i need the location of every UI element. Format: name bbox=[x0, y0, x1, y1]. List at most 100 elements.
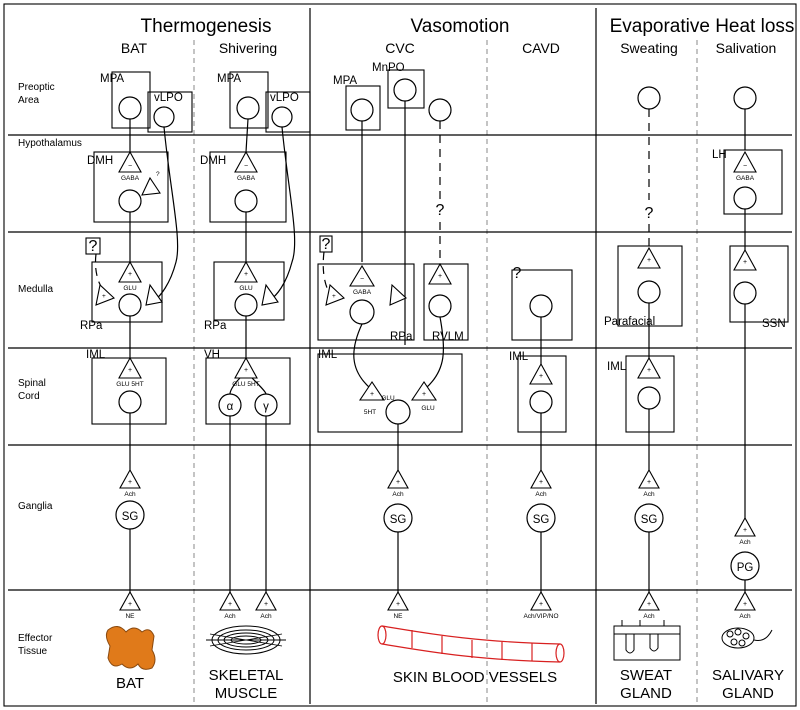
column-cavd: CAVD bbox=[522, 40, 560, 56]
question-box bbox=[85, 237, 101, 255]
svg-text:SG: SG bbox=[122, 511, 139, 523]
svg-text:IML: IML bbox=[509, 351, 529, 363]
outer-frame bbox=[3, 3, 797, 707]
svg-text:DMH: DMH bbox=[200, 155, 226, 167]
svg-text:GABA: GABA bbox=[237, 175, 256, 182]
svg-text:NE: NE bbox=[393, 613, 403, 620]
svg-text:Ach: Ach bbox=[643, 491, 655, 498]
svg-text:+: + bbox=[438, 273, 442, 280]
effector-skin-blood-vessels: SKIN BLOOD VESSELS bbox=[393, 669, 557, 686]
svg-text:MPA: MPA bbox=[333, 75, 357, 87]
svg-text:+: + bbox=[102, 293, 106, 300]
bat-tissue-icon bbox=[105, 626, 156, 670]
dmh-neuron bbox=[118, 189, 142, 213]
mpa-box bbox=[229, 71, 269, 129]
svg-text:IML: IML bbox=[607, 361, 627, 373]
svg-text:?: ? bbox=[513, 265, 522, 282]
svg-text:+: + bbox=[539, 373, 543, 380]
svg-text:+: + bbox=[743, 527, 747, 534]
svg-text:RPa: RPa bbox=[204, 320, 227, 332]
svg-text:MnPO: MnPO bbox=[372, 62, 405, 74]
svg-text:+: + bbox=[539, 479, 543, 486]
svg-text:+: + bbox=[647, 479, 651, 486]
svg-text:SG: SG bbox=[641, 514, 658, 526]
salivary-gland-icon bbox=[721, 627, 773, 649]
svg-text:Ach: Ach bbox=[739, 613, 751, 620]
salivation-pathway: LH − GABA SSN + + Ach PG + Ach SALIVARY bbox=[712, 86, 789, 702]
svg-text:GABA: GABA bbox=[353, 289, 372, 296]
inhibitory-synapse bbox=[141, 176, 161, 196]
svg-text:GABA: GABA bbox=[736, 175, 755, 182]
sweat-gland-icon bbox=[613, 620, 681, 661]
shivering-pathway: MPA vLPO DMH − GABA RPa + GLU VH + GLU 5… bbox=[200, 71, 311, 702]
effector-sweat-gland: GLAND bbox=[620, 685, 672, 702]
vlpo-neuron bbox=[153, 106, 175, 128]
svg-text:+: + bbox=[396, 479, 400, 486]
column-bat: BAT bbox=[121, 40, 148, 56]
svg-text:Ach: Ach bbox=[124, 491, 136, 498]
svg-text:GLU: GLU bbox=[381, 395, 395, 402]
svg-text:+: + bbox=[228, 601, 232, 608]
svg-text:RPa: RPa bbox=[390, 331, 413, 343]
effector-salivary: SALIVARY bbox=[712, 667, 784, 684]
row-label-tissue: Tissue bbox=[18, 646, 48, 657]
row-label-medulla: Medulla bbox=[18, 284, 53, 295]
svg-text:SSN: SSN bbox=[762, 318, 786, 330]
svg-text:SG: SG bbox=[390, 514, 407, 526]
svg-text:+: + bbox=[396, 601, 400, 608]
svg-text:+: + bbox=[332, 293, 336, 300]
group-thermogenesis: Thermogenesis bbox=[141, 16, 272, 37]
svg-text:+: + bbox=[264, 601, 268, 608]
blood-vessel-icon bbox=[377, 625, 565, 663]
svg-text:+: + bbox=[647, 601, 651, 608]
row-label-effector: Effector bbox=[18, 633, 53, 644]
svg-text:+: + bbox=[539, 601, 543, 608]
svg-text:−: − bbox=[360, 276, 364, 283]
row-dividers bbox=[8, 134, 792, 591]
svg-text:+: + bbox=[128, 479, 132, 486]
svg-text:−: − bbox=[128, 163, 132, 170]
svg-text:GLU 5HT: GLU 5HT bbox=[232, 381, 259, 388]
dmh-box bbox=[93, 151, 169, 223]
rpa-box bbox=[91, 261, 163, 323]
svg-text:GABA: GABA bbox=[121, 175, 140, 182]
cavd-pathway: ? IML + + Ach SG + Ach/VIP/NO bbox=[509, 265, 573, 620]
svg-text:LH: LH bbox=[712, 149, 727, 161]
svg-text:Ach: Ach bbox=[643, 613, 655, 620]
svg-text:VH: VH bbox=[204, 349, 220, 361]
row-label-spinal: Spinal bbox=[18, 378, 46, 389]
svg-text:vLPO: vLPO bbox=[270, 92, 299, 104]
mpa-label: MPA bbox=[100, 73, 124, 85]
iml-label: IML bbox=[86, 349, 106, 361]
svg-text:?: ? bbox=[436, 202, 445, 219]
svg-text:GLU 5HT: GLU 5HT bbox=[116, 381, 143, 388]
row-label-cord: Cord bbox=[18, 391, 40, 402]
svg-text:+: + bbox=[244, 271, 248, 278]
svg-text:SG: SG bbox=[533, 514, 550, 526]
svg-text:Ach: Ach bbox=[224, 613, 236, 620]
svg-text:+: + bbox=[128, 367, 132, 374]
iml-box bbox=[91, 357, 167, 425]
row-label-preoptic: Preoptic bbox=[18, 82, 55, 93]
vlpo-label: vLPO bbox=[154, 92, 183, 104]
svg-text:+: + bbox=[422, 391, 426, 398]
svg-text:+: + bbox=[244, 367, 248, 374]
svg-text:?: ? bbox=[89, 238, 98, 255]
svg-text:?: ? bbox=[156, 171, 160, 178]
column-cvc: CVC bbox=[385, 40, 415, 56]
svg-text:Ach: Ach bbox=[739, 539, 751, 546]
effector-skeletal: SKELETAL bbox=[209, 667, 284, 684]
svg-text:+: + bbox=[128, 271, 132, 278]
svg-text:GLU: GLU bbox=[123, 285, 137, 292]
svg-text:γ: γ bbox=[263, 401, 269, 413]
svg-text:+: + bbox=[370, 391, 374, 398]
svg-text:−: − bbox=[244, 163, 248, 170]
svg-text:+: + bbox=[647, 367, 651, 374]
svg-text:+: + bbox=[743, 259, 747, 266]
effector-bat: BAT bbox=[116, 675, 144, 692]
svg-text:?: ? bbox=[645, 205, 654, 222]
vlpo-box bbox=[147, 91, 193, 133]
svg-text:+: + bbox=[647, 257, 651, 264]
column-shivering: Shivering bbox=[219, 40, 277, 56]
column-salivation: Salivation bbox=[716, 40, 777, 56]
